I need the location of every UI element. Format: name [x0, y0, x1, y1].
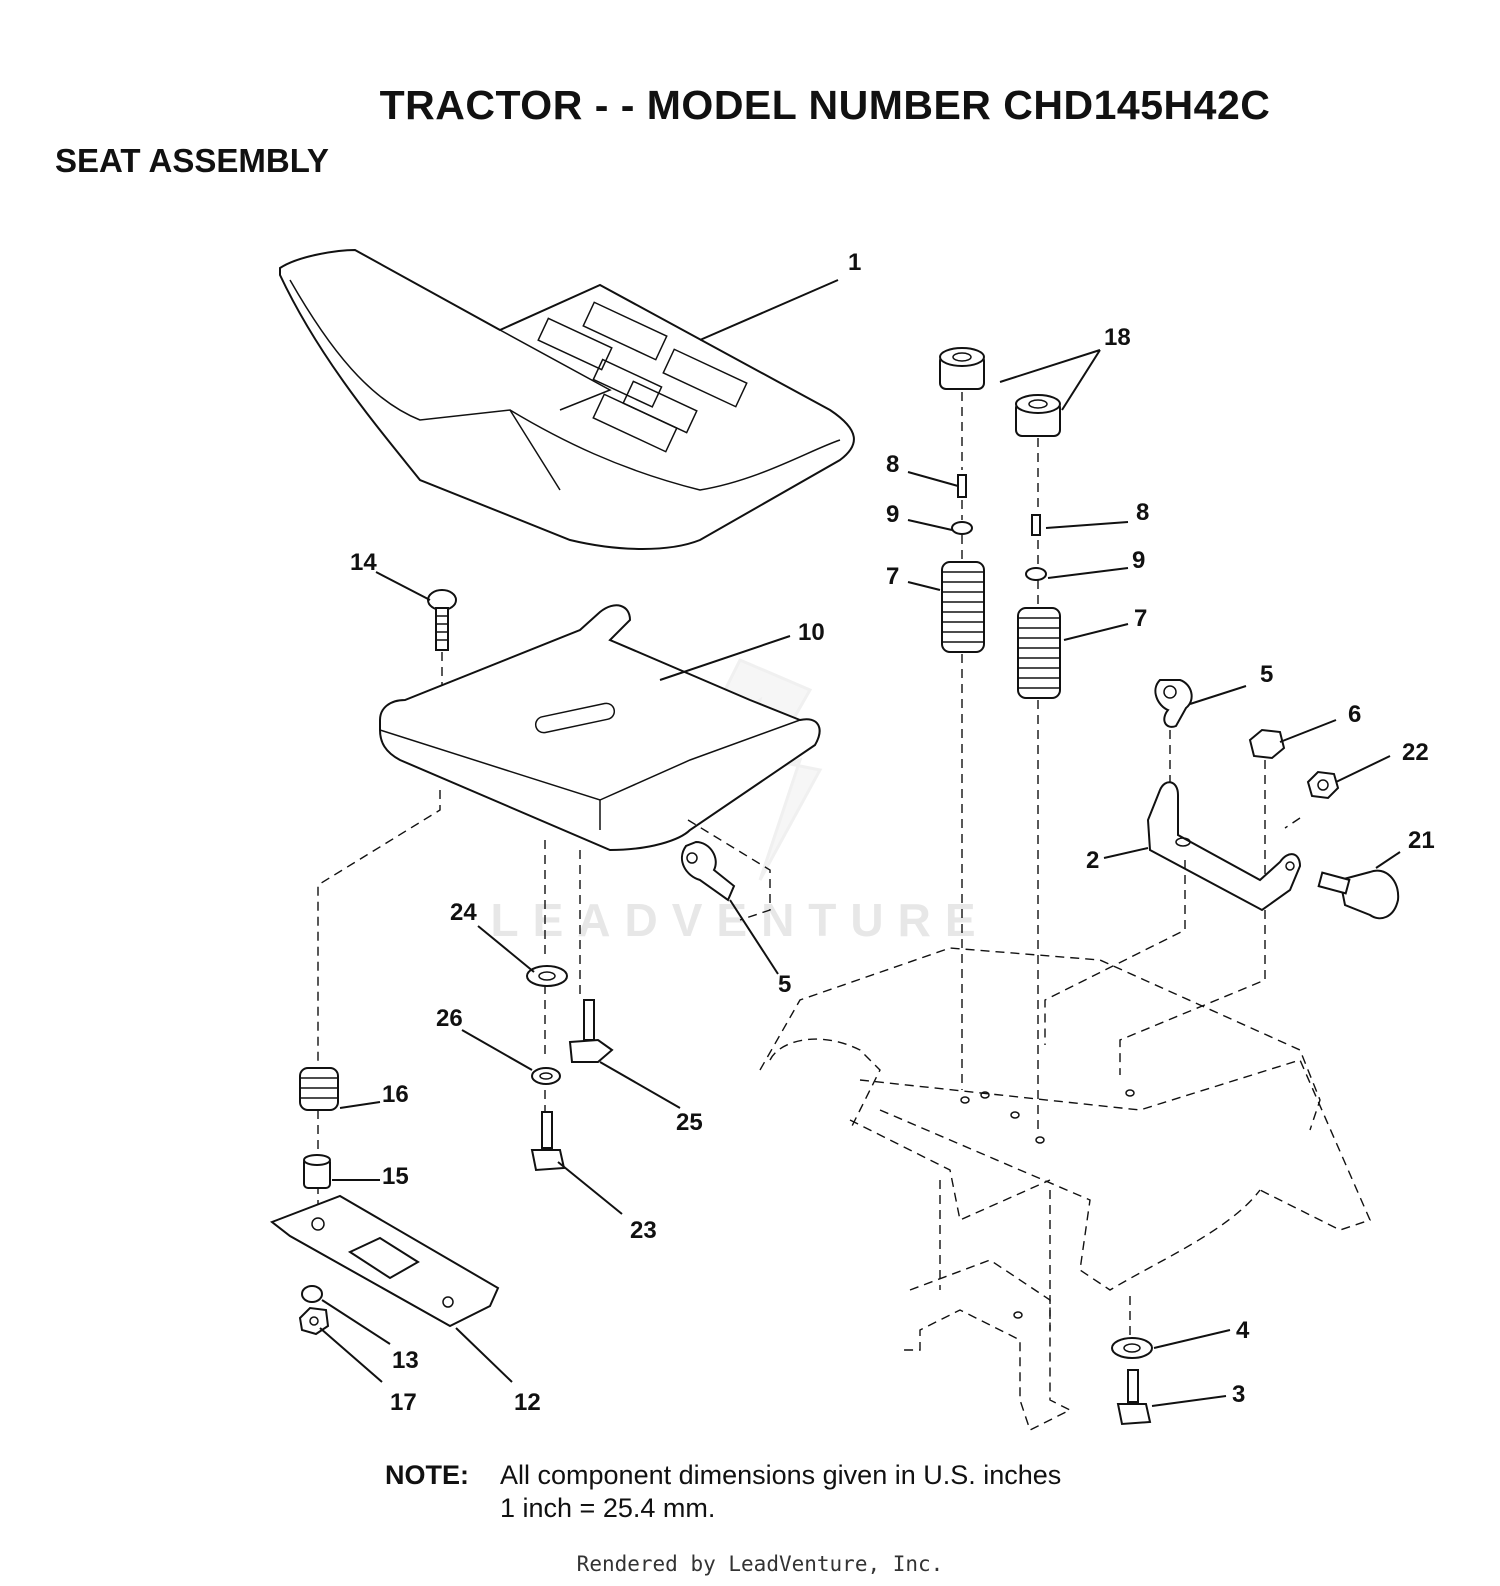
bolt-part-23	[530, 1111, 566, 1172]
spring-part-16	[299, 1067, 339, 1111]
callout-7-right: 7	[1134, 605, 1147, 632]
callout-4: 4	[1236, 1317, 1250, 1344]
note-text-conversion: 1 inch = 25.4 mm.	[500, 1493, 716, 1523]
washer-part-9	[951, 521, 1047, 581]
nut-part-22	[1306, 770, 1340, 800]
spacer-part-18	[939, 347, 1061, 437]
spring-part-7	[941, 561, 1061, 699]
washer-part-24	[526, 965, 568, 987]
callout-9-left: 9	[886, 501, 899, 528]
callout-14: 14	[350, 549, 377, 576]
note-text-dimensions: All component dimensions given in U.S. i…	[500, 1460, 1062, 1490]
callout-7-left: 7	[886, 563, 899, 590]
callout-23: 23	[630, 1217, 657, 1244]
callout-24: 24	[450, 899, 477, 926]
clip-part-5-right	[1154, 679, 1193, 728]
footer-credit: Rendered by LeadVenture, Inc.	[576, 1552, 944, 1576]
callout-2: 2	[1086, 847, 1099, 874]
page-title: TRACTOR - - MODEL NUMBER CHD145H42C	[379, 82, 1271, 128]
watermark-text: LEADVENTURE	[490, 894, 989, 946]
callout-6: 6	[1348, 701, 1361, 728]
callout-5-right: 5	[1260, 661, 1273, 688]
seat-pan-part-10	[379, 604, 821, 852]
callout-8-left: 8	[886, 451, 899, 478]
plate-part-12	[269, 1194, 500, 1328]
callout-1: 1	[848, 249, 861, 276]
spacer-part-15	[303, 1154, 331, 1189]
nut-part-13	[301, 1285, 323, 1303]
callout-5-left: 5	[778, 971, 791, 998]
callout-25: 25	[676, 1109, 703, 1136]
bolt-part-3	[1116, 1369, 1152, 1426]
callout-8-right: 8	[1136, 499, 1149, 526]
callout-12: 12	[514, 1389, 541, 1416]
callout-26: 26	[436, 1005, 463, 1032]
leader-lines	[319, 279, 1401, 1407]
nut-part-17	[298, 1306, 330, 1336]
section-subtitle: SEAT ASSEMBLY	[55, 142, 329, 179]
callout-9-right: 9	[1132, 547, 1145, 574]
clip-part-5-left	[681, 840, 736, 902]
callout-22: 22	[1402, 739, 1429, 766]
bolt-part-21	[1317, 869, 1400, 920]
carriage-bolt-part-14	[427, 589, 457, 651]
callout-10: 10	[798, 619, 825, 646]
note-label: NOTE:	[385, 1460, 469, 1490]
callout-18: 18	[1104, 324, 1131, 351]
callout-13: 13	[392, 1347, 419, 1374]
seat-part	[279, 248, 855, 550]
lock-washer-part-26	[531, 1067, 561, 1085]
callout-21: 21	[1408, 827, 1435, 854]
bolt-part-25	[568, 999, 614, 1063]
callout-17: 17	[390, 1389, 417, 1416]
nut-part-6	[1248, 728, 1286, 760]
callout-3: 3	[1232, 1381, 1245, 1408]
callout-15: 15	[382, 1163, 409, 1190]
callout-16: 16	[382, 1081, 409, 1108]
washer-part-4	[1111, 1337, 1153, 1359]
bracket-part-2	[1146, 781, 1302, 912]
tractor-frame-outline	[759, 947, 1371, 1431]
